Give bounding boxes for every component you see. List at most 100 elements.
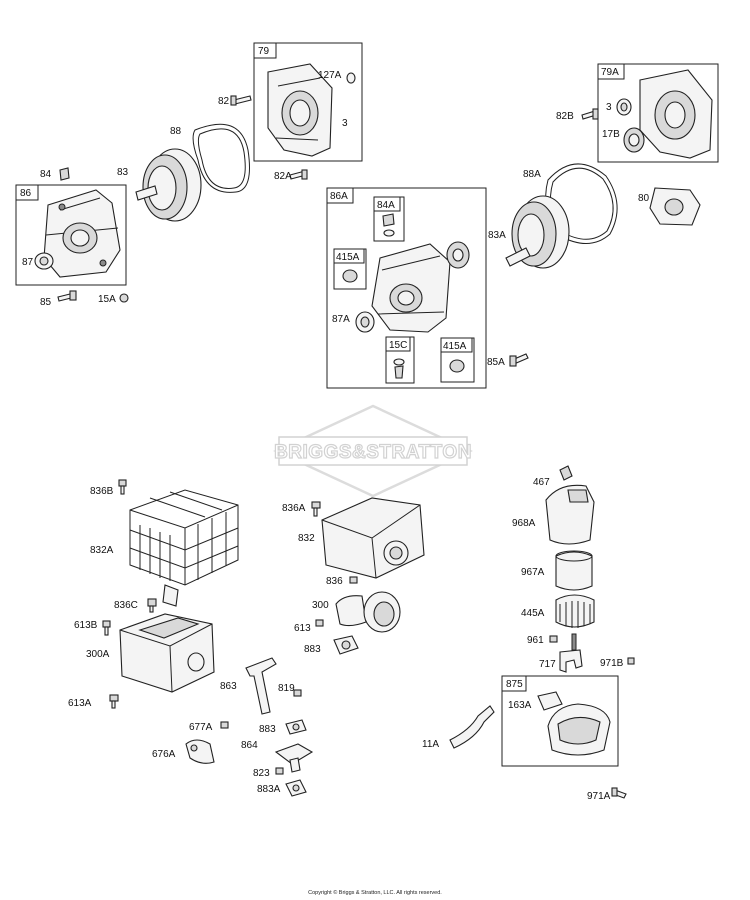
part-fitting-415A-2 xyxy=(449,359,465,373)
part-gasket-88 xyxy=(192,123,250,193)
label-836: 836 xyxy=(326,576,343,587)
label-82A: 82A xyxy=(274,171,292,182)
box-frame-875 xyxy=(501,675,619,767)
label-15A: 15A xyxy=(98,294,116,305)
box-tag-875 xyxy=(501,675,527,692)
label-883-bot: 883 xyxy=(259,724,276,735)
box-tag-84A xyxy=(373,196,401,212)
label-832A: 832A xyxy=(90,545,114,556)
part-bolt-82A xyxy=(289,169,308,180)
part-gasket-80 xyxy=(649,187,701,226)
part-gasket-883A xyxy=(285,779,307,797)
label-3-top: 3 xyxy=(342,118,348,129)
part-sump-cover-86 xyxy=(43,189,121,278)
box-tag-415A-1 xyxy=(333,248,365,264)
label-82: 82 xyxy=(218,96,230,107)
part-screw-613A xyxy=(109,694,119,709)
part-housing-79 xyxy=(267,63,333,157)
part-cage-832A xyxy=(129,489,239,607)
part-plug-84 xyxy=(59,167,70,181)
box-label-79: 79 xyxy=(258,46,270,57)
part-fitting-15A xyxy=(119,293,129,303)
watermark-text: BRIGGS&STRATTON xyxy=(274,442,472,463)
box-label-415A-1: 415A xyxy=(336,252,360,263)
part-rotor-83 xyxy=(135,148,202,222)
part-screw-677A xyxy=(220,721,229,729)
part-clip-467 xyxy=(559,465,573,481)
label-85: 85 xyxy=(40,297,52,308)
part-tube-11A xyxy=(449,705,495,749)
label-677A: 677A xyxy=(189,722,213,733)
box-tag-79A xyxy=(597,63,625,80)
label-83: 83 xyxy=(117,167,129,178)
label-127A: 127A xyxy=(318,70,342,81)
box-tag-79 xyxy=(253,42,277,59)
label-968A: 968A xyxy=(512,518,536,529)
part-screw-961 xyxy=(549,635,558,643)
part-washer-3 xyxy=(616,98,632,116)
box-tag-86A xyxy=(326,187,354,204)
part-bracket-863 xyxy=(245,657,277,715)
box-label-86A: 86A xyxy=(330,191,348,202)
label-676A: 676A xyxy=(152,749,176,760)
brand-watermark: BRIGGS&STRATTON xyxy=(273,404,473,498)
label-83A: 83A xyxy=(488,230,506,241)
part-plug-127A xyxy=(346,72,356,84)
label-613A: 613A xyxy=(68,698,92,709)
part-screw-971A xyxy=(611,787,627,799)
part-bracket-717 xyxy=(559,633,583,673)
label-87: 87 xyxy=(22,257,34,268)
label-3-right: 3 xyxy=(606,102,612,113)
part-bolt-85 xyxy=(57,290,77,302)
part-bolt-82 xyxy=(230,95,252,106)
label-967A: 967A xyxy=(521,567,545,578)
label-300: 300 xyxy=(312,600,329,611)
part-plug-84A xyxy=(382,213,395,237)
part-filter-445A xyxy=(555,594,595,628)
label-883A: 883A xyxy=(257,784,281,795)
part-cover-968A xyxy=(545,484,595,545)
label-613B: 613B xyxy=(74,620,98,631)
box-frame-86 xyxy=(15,184,127,286)
label-11A: 11A xyxy=(422,739,439,750)
part-screw-613 xyxy=(315,619,324,627)
label-836A: 836A xyxy=(282,503,306,514)
part-deflector-864 xyxy=(274,743,314,773)
label-819: 819 xyxy=(278,683,295,694)
part-airbase-875 xyxy=(537,691,611,756)
label-88A: 88A xyxy=(523,169,541,180)
label-82B: 82B xyxy=(556,111,574,122)
label-17B: 17B xyxy=(602,129,620,140)
part-screw-836A xyxy=(311,501,321,517)
label-85A: 85A xyxy=(487,357,505,368)
label-971A: 971A xyxy=(587,791,611,802)
copyright-notice: Copyright © Briggs & Stratton, LLC. All … xyxy=(308,890,442,896)
part-housing-79A xyxy=(639,69,713,159)
box-label-86: 86 xyxy=(20,188,32,199)
part-screw-836C xyxy=(147,598,157,613)
part-prefilter-967A xyxy=(555,550,593,591)
label-88: 88 xyxy=(170,126,182,137)
part-shield-676A xyxy=(185,739,215,764)
part-oil-seal-87 xyxy=(34,252,54,270)
label-445A: 445A xyxy=(521,608,545,619)
part-screw-836B xyxy=(118,479,127,495)
box-label-84A: 84A xyxy=(377,200,395,211)
part-screw-613B xyxy=(102,620,111,636)
part-bearing-86A xyxy=(446,241,470,269)
part-rotor-83A xyxy=(505,195,570,269)
label-961: 961 xyxy=(527,635,544,646)
part-gasket-883-top xyxy=(333,635,359,655)
part-housing-86A xyxy=(371,243,451,333)
box-tag-86 xyxy=(15,184,39,201)
label-832: 832 xyxy=(298,533,315,544)
part-screw-971B xyxy=(627,657,635,665)
label-163A: 163A xyxy=(508,700,532,711)
part-seal-87A xyxy=(355,311,375,333)
box-label-79A: 79A xyxy=(601,67,619,78)
part-fitting-415A-1 xyxy=(342,269,358,283)
box-frame-86A xyxy=(326,187,487,389)
label-971B: 971B xyxy=(600,658,624,669)
label-717: 717 xyxy=(539,659,556,670)
